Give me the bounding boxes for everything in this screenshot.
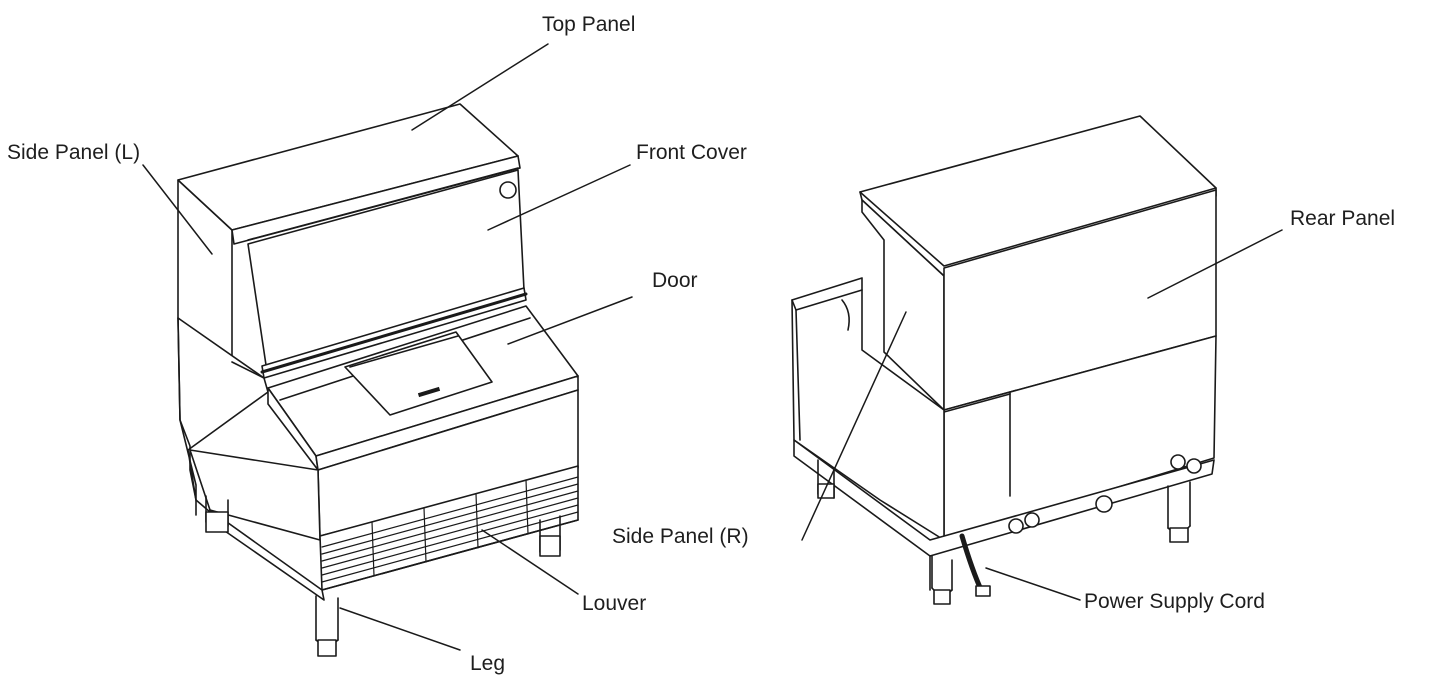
label-door: Door [652, 269, 698, 292]
rear-unit-illustration [791, 115, 1217, 605]
label-leg: Leg [470, 652, 506, 675]
label-side-panel-r: Side Panel (R) [612, 525, 749, 548]
label-front-cover: Front Cover [636, 141, 747, 164]
label-rear-panel: Rear Panel [1290, 207, 1396, 230]
leader-front-cover [487, 164, 631, 231]
leader-power-supply-cord [985, 567, 1081, 601]
label-louver: Louver [582, 592, 647, 615]
leader-rear-panel [1147, 229, 1283, 299]
leader-side-panel-r [801, 311, 907, 541]
label-side-panel-l: Side Panel (L) [7, 141, 141, 164]
leader-side-panel-l [142, 164, 213, 255]
leader-leg [339, 607, 461, 651]
leader-louver [481, 529, 579, 595]
leader-lines [142, 43, 1283, 651]
front-unit-illustration [177, 103, 579, 657]
leader-door [507, 296, 633, 345]
label-power-supply-cord: Power Supply Cord [1084, 590, 1265, 613]
label-top-panel: Top Panel [542, 13, 636, 36]
leader-top-panel [411, 43, 549, 131]
